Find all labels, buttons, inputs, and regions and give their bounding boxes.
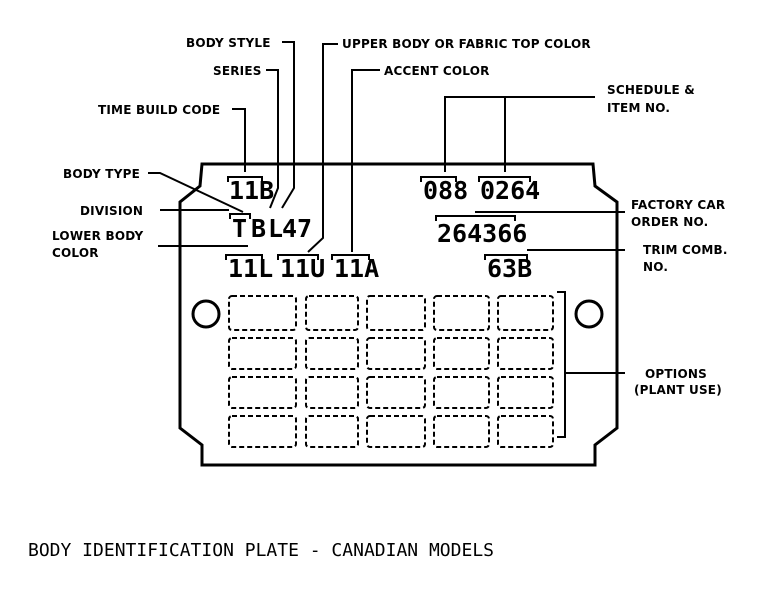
option-box: [228, 295, 297, 331]
option-box: [366, 415, 426, 448]
right-mounting-hole: [574, 299, 604, 329]
label-factory-order-line1: FACTORY CAR: [631, 198, 725, 212]
code-lower-body-color: 11L: [228, 254, 273, 283]
label-schedule-line2: ITEM NO.: [607, 101, 670, 115]
label-body-type: BODY TYPE: [63, 167, 140, 181]
option-box: [497, 295, 554, 331]
option-box: [433, 415, 490, 448]
leader-lines: [148, 41, 625, 374]
label-trim-line1: TRIM COMB.: [643, 243, 728, 257]
code-trim: 63B: [487, 254, 532, 283]
code-brackets: [225, 176, 531, 260]
option-box: [433, 337, 490, 370]
option-box: [497, 376, 554, 409]
code-upper-body-color: 11U: [280, 254, 325, 283]
label-body-style: BODY STYLE: [186, 36, 271, 50]
label-options-line1: OPTIONS: [645, 367, 707, 381]
label-lower-body-line2: COLOR: [52, 246, 99, 260]
option-box: [497, 415, 554, 448]
label-factory-order-line2: ORDER NO.: [631, 215, 708, 229]
code-body-style: 47: [282, 214, 312, 243]
option-box: [366, 376, 426, 409]
code-factory-order: 264366: [437, 219, 527, 248]
option-box: [366, 295, 426, 331]
code-body-type: B: [251, 214, 266, 243]
figure-caption: BODY IDENTIFICATION PLATE - CANADIAN MOD…: [28, 540, 494, 561]
code-item-no: 0264: [480, 176, 540, 205]
code-time-build: 11B: [229, 176, 274, 205]
option-box: [366, 337, 426, 370]
left-mounting-hole: [191, 299, 221, 329]
label-trim-line2: NO.: [643, 260, 668, 274]
options-bracket: [557, 291, 566, 438]
label-accent-color: ACCENT COLOR: [384, 64, 490, 78]
code-schedule: 088: [423, 176, 468, 205]
plate-outline: [178, 162, 619, 467]
label-division: DIVISION: [80, 204, 143, 218]
label-time-build-code: TIME BUILD CODE: [98, 103, 220, 117]
option-box: [433, 376, 490, 409]
code-accent-color: 11A: [334, 254, 379, 283]
option-box: [497, 337, 554, 370]
option-box: [305, 295, 359, 331]
label-schedule-line1: SCHEDULE &: [607, 83, 695, 97]
label-upper-body-color: UPPER BODY OR FABRIC TOP COLOR: [342, 37, 591, 51]
option-box: [433, 295, 490, 331]
label-series: SERIES: [213, 64, 262, 78]
code-series: L: [268, 214, 283, 243]
code-division: T: [232, 214, 247, 243]
options-grid: [228, 295, 554, 448]
label-options-line2: (PLANT USE): [634, 383, 722, 397]
label-lower-body-line1: LOWER BODY: [52, 229, 144, 243]
